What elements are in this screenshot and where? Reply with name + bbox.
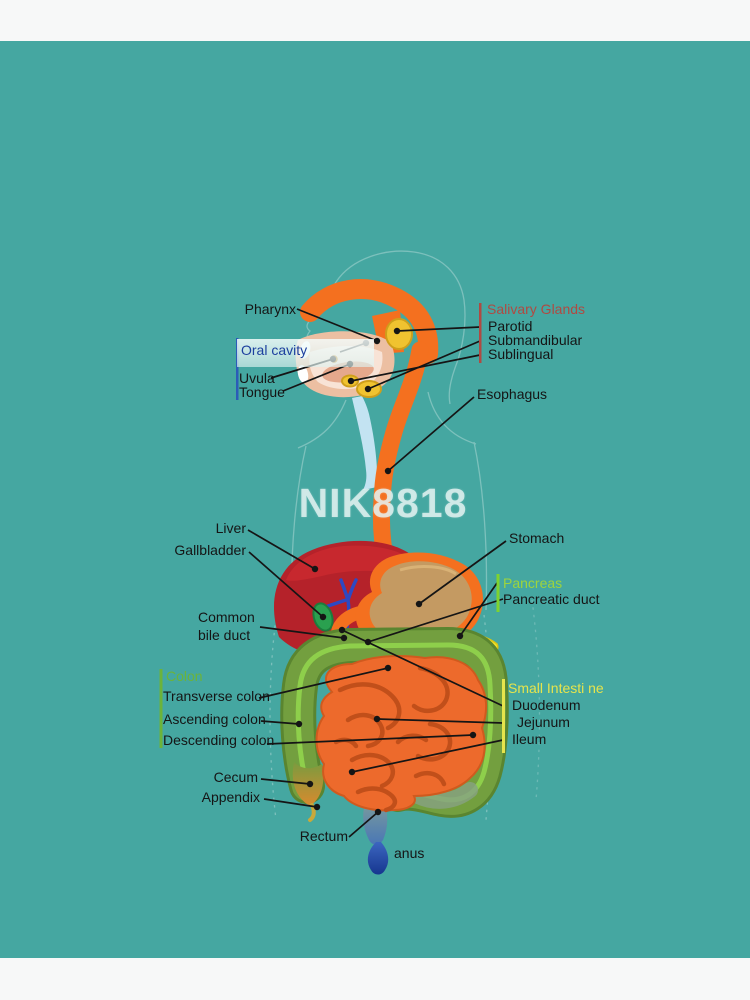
- top-frame: [0, 0, 750, 41]
- oral-cavity-bracket: [236, 338, 239, 400]
- label-submandibular: Submandibular: [488, 332, 583, 348]
- label-pharynx: Pharynx: [244, 301, 296, 317]
- stomach-organ: [355, 552, 483, 648]
- label-pancreatic-duct: Pancreatic duct: [503, 591, 600, 607]
- label-jejunum: Jejunum: [517, 714, 570, 730]
- oral-cavity-band: [237, 339, 374, 367]
- bottom-frame: [0, 958, 750, 1000]
- label-duodenum: Duodenum: [512, 697, 581, 713]
- label-gallbladder: Gallbladder: [174, 542, 246, 558]
- label-salivary-glands: Salivary Glands: [487, 301, 586, 317]
- label-cecum: Cecum: [213, 769, 258, 785]
- leader-lines: [247, 308, 507, 838]
- leader-dots: [295, 327, 477, 816]
- label-colon: Colon: [166, 668, 203, 684]
- label-anus: anus: [394, 845, 425, 861]
- label-common-bile-duct: Common bile duct: [198, 609, 255, 643]
- label-liver: Liver: [215, 520, 246, 536]
- parotid-gland: [385, 318, 413, 350]
- label-stomach: Stomach: [509, 530, 565, 546]
- label-descending-colon: Descending colon: [163, 732, 275, 748]
- label-small-intestine: Small Intesti ne: [508, 680, 604, 696]
- cecum-organ: [292, 762, 324, 822]
- watermark: NIK8818: [298, 480, 468, 526]
- bracket-bars: [159, 303, 505, 753]
- label-pancreas: Pancreas: [503, 575, 563, 591]
- label-tongue: Tongue: [239, 384, 285, 400]
- label-parotid: Parotid: [488, 318, 533, 334]
- label-sublingual: Sublingual: [488, 346, 554, 362]
- label-rectum: Rectum: [299, 828, 348, 844]
- label-transverse-colon: Transverse colon: [163, 688, 270, 704]
- pancreas-bracket: [496, 574, 500, 612]
- colon-bracket: [159, 669, 163, 748]
- small-intestine-bracket: [502, 679, 505, 753]
- label-ileum: Ileum: [512, 731, 547, 747]
- anus-organ: [367, 842, 389, 875]
- label-esophagus: Esophagus: [477, 386, 548, 402]
- label-uvula: Uvula: [239, 370, 275, 386]
- trachea: [352, 396, 378, 490]
- label-ascending-colon: Ascending colon: [163, 711, 266, 727]
- label-oral-cavity: Oral cavity: [241, 342, 308, 358]
- label-appendix: Appendix: [201, 789, 260, 805]
- salivary-bracket: [479, 303, 482, 363]
